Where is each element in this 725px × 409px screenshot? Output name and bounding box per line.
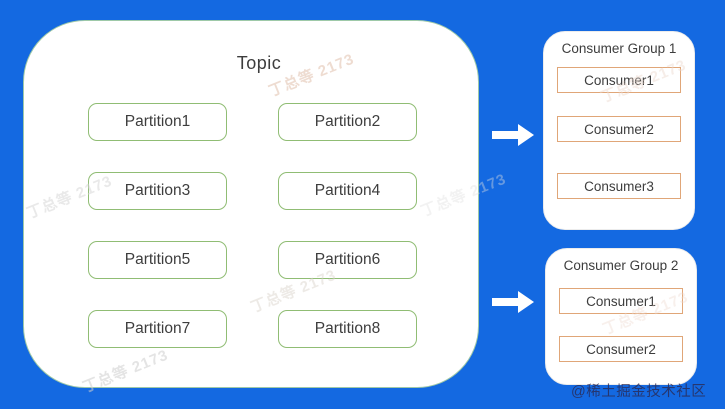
- arrow-right-icon: [492, 291, 534, 313]
- consumer-box: Consumer2: [557, 116, 681, 142]
- consumer-group-1-title: Consumer Group 1: [561, 41, 677, 56]
- partition-box-3: Partition3: [88, 172, 227, 210]
- site-credit-watermark: @稀土掘金技术社区: [571, 384, 707, 400]
- consumer-box: Consumer1: [557, 67, 681, 93]
- consumer-group-2: Consumer Group 2 Consumer1 Consumer2: [545, 248, 697, 385]
- consumer-box: Consumer3: [557, 173, 681, 199]
- partition-box-6: Partition6: [278, 241, 417, 279]
- consumer-group-1: Consumer Group 1 Consumer1 Consumer2 Con…: [543, 31, 695, 230]
- topic-title: Topic: [236, 53, 282, 73]
- partition-box-7: Partition7: [88, 310, 227, 348]
- partition-box-8: Partition8: [278, 310, 417, 348]
- partition-box-1: Partition1: [88, 103, 227, 141]
- partition-box-2: Partition2: [278, 103, 417, 141]
- partition-box-5: Partition5: [88, 241, 227, 279]
- arrow-right-icon: [492, 124, 534, 146]
- topic-container: Topic Partition1 Partition2 Partition3 P…: [23, 20, 479, 388]
- consumer-box: Consumer1: [559, 288, 683, 314]
- consumer-box: Consumer2: [559, 336, 683, 362]
- partition-grid: Partition1 Partition2 Partition3 Partiti…: [88, 103, 417, 348]
- partition-box-4: Partition4: [278, 172, 417, 210]
- consumer-group-2-title: Consumer Group 2: [563, 258, 679, 273]
